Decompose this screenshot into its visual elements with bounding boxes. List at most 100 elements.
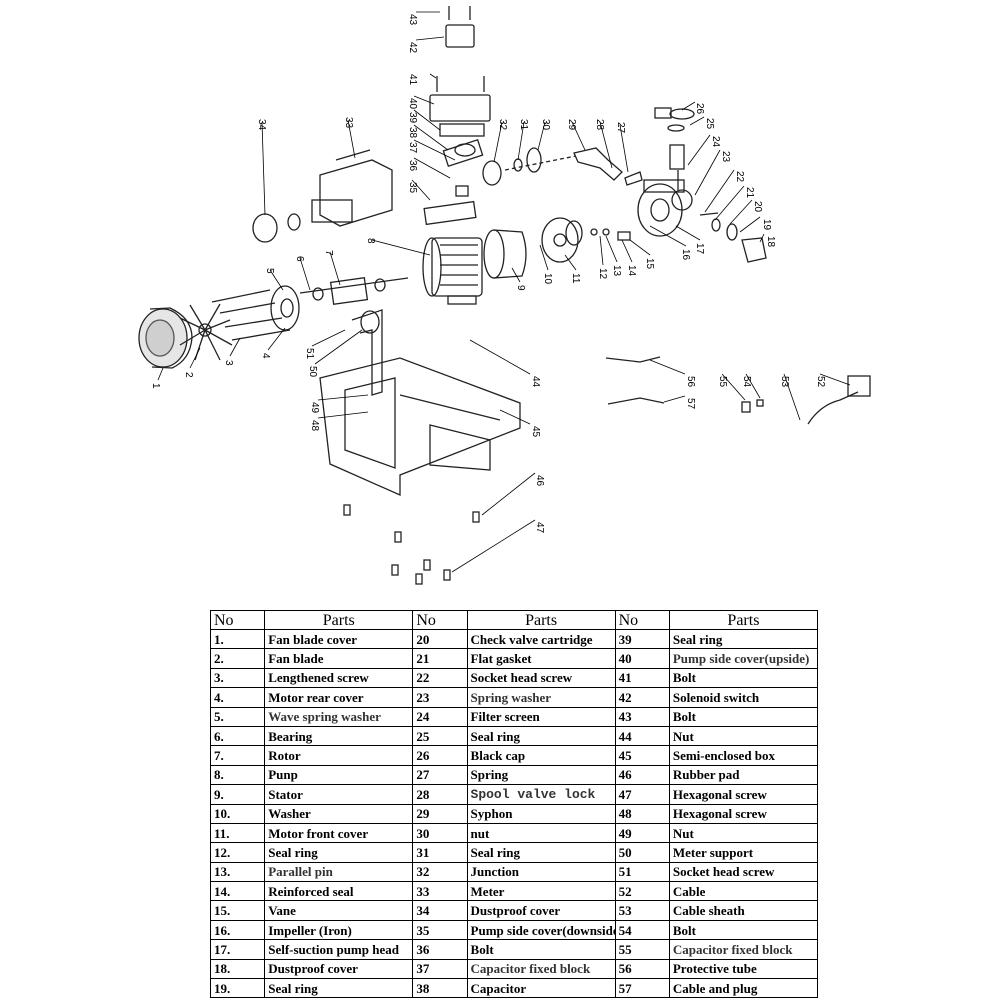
part-name-cell: Flat gasket — [466, 648, 616, 669]
part-name-cell: Syphon — [466, 803, 616, 824]
part-name-cell: Protective tube — [668, 958, 819, 980]
rotor-part — [299, 277, 409, 305]
part-number-cell: 34 — [412, 900, 468, 921]
callout-label-3: 3 — [223, 360, 234, 366]
column-header-no: No — [412, 610, 468, 630]
part-number-cell: 40 — [614, 648, 670, 669]
column-header-parts: Parts — [466, 610, 616, 630]
callout-label-5: 5 — [264, 268, 275, 274]
part-name-cell: Semi-enclosed box — [668, 745, 819, 766]
callout-label-13: 13 — [611, 265, 622, 277]
part-number-cell: 21 — [412, 648, 468, 669]
callout-label-4: 4 — [260, 353, 271, 359]
part-name-cell: Check valve cartridge — [466, 628, 616, 650]
part-name-cell: Bolt — [668, 706, 819, 727]
part-number-cell: 53 — [614, 900, 670, 921]
callout-label-43: 43 — [407, 14, 418, 26]
part-name-cell: Filter screen — [466, 706, 616, 727]
pump-fittings-part — [699, 212, 767, 263]
syphon-part — [573, 147, 623, 181]
part-number-cell: 23 — [412, 687, 468, 708]
column-header-parts: Parts — [264, 610, 414, 630]
part-number-cell: 55 — [614, 939, 670, 960]
exploded-view-diagram: 1234567891011121314151617181920212223242… — [138, 6, 871, 585]
callout-label-53: 53 — [779, 376, 790, 388]
callout-label-15: 15 — [644, 258, 655, 270]
part-number-cell: 30 — [412, 822, 468, 844]
part-name-cell: Cable and plug — [668, 978, 819, 999]
motor-front-cover-part — [541, 217, 579, 263]
part-name-cell: Bolt — [466, 939, 616, 960]
callout-label-20: 20 — [752, 201, 763, 213]
part-number-cell: 57 — [614, 978, 670, 999]
column-header-no: No — [209, 610, 266, 630]
dustproof-cover-part — [252, 213, 301, 243]
part-number-cell: 41 — [614, 667, 670, 689]
part-name-cell: Capacitor fixed block — [668, 939, 819, 960]
callout-label-12: 12 — [597, 268, 608, 280]
part-name-cell: Pump side cover(upside) — [668, 648, 819, 669]
part-number-cell: 20 — [412, 628, 468, 650]
part-number-cell: 56 — [614, 958, 670, 980]
part-name-cell: Washer — [264, 803, 414, 824]
callout-label-30: 30 — [540, 119, 551, 131]
part-number-cell: 3. — [209, 667, 266, 689]
part-name-cell: Hexagonal screw — [668, 803, 819, 824]
part-name-cell: Pump side cover(downside) — [466, 919, 616, 941]
part-number-cell: 25 — [412, 725, 468, 747]
part-name-cell: Dustproof cover — [264, 958, 414, 980]
part-name-cell: Fan blade cover — [264, 628, 414, 650]
part-number-cell: 39 — [614, 628, 670, 650]
callout-label-56: 56 — [685, 376, 696, 388]
part-number-cell: 45 — [614, 745, 670, 766]
callout-label-7: 7 — [323, 250, 334, 256]
callout-label-25: 25 — [704, 118, 715, 130]
part-number-cell: 7. — [209, 745, 266, 766]
cable-parts — [605, 356, 871, 425]
part-name-cell: nut — [466, 822, 616, 844]
part-number-cell: 47 — [614, 784, 670, 805]
part-name-cell: Punp — [264, 764, 414, 786]
part-number-cell: 1. — [209, 628, 266, 650]
callout-label-16: 16 — [680, 249, 691, 261]
part-name-cell: Spring — [466, 764, 616, 786]
part-number-cell: 49 — [614, 822, 670, 844]
part-name-cell: Socket head screw — [466, 667, 616, 689]
callout-label-19: 19 — [761, 219, 772, 231]
part-number-cell: 27 — [412, 764, 468, 786]
callout-label-17: 17 — [694, 243, 705, 255]
part-number-cell: 14. — [209, 881, 266, 902]
part-name-cell: Seal ring — [466, 725, 616, 747]
solenoid-parts — [429, 6, 491, 137]
part-name-cell: Rubber pad — [668, 764, 819, 786]
callout-label-48: 48 — [309, 420, 320, 432]
part-name-cell: Wave spring washer — [264, 706, 414, 727]
part-number-cell: 9. — [209, 784, 266, 805]
part-name-cell: Hexagonal screw — [668, 784, 819, 805]
part-name-cell: Socket head screw — [668, 861, 819, 883]
callout-label-57: 57 — [685, 398, 696, 410]
part-name-cell: Bolt — [668, 667, 819, 689]
meter-part — [311, 149, 393, 227]
part-name-cell: Meter support — [668, 842, 819, 863]
callout-label-34: 34 — [256, 119, 267, 131]
callout-label-33: 33 — [343, 117, 354, 129]
part-name-cell: Stator — [264, 784, 414, 805]
part-number-cell: 15. — [209, 900, 266, 921]
semi-enclosed-box-part — [319, 309, 521, 496]
motor-body-part — [422, 237, 483, 305]
part-number-cell: 42 — [614, 687, 670, 708]
part-number-cell: 10. — [209, 803, 266, 824]
callout-label-28: 28 — [594, 119, 605, 131]
hardware-parts — [343, 504, 480, 585]
parts-table: No Parts No Parts No Parts 1.Fan blade c… — [209, 610, 819, 999]
part-number-cell: 6. — [209, 725, 266, 747]
part-number-cell: 36 — [412, 939, 468, 960]
callout-label-31: 31 — [518, 119, 529, 131]
lengthened-screws-part — [211, 289, 291, 341]
callout-label-49: 49 — [309, 402, 320, 414]
part-name-cell: Black cap — [466, 745, 616, 766]
